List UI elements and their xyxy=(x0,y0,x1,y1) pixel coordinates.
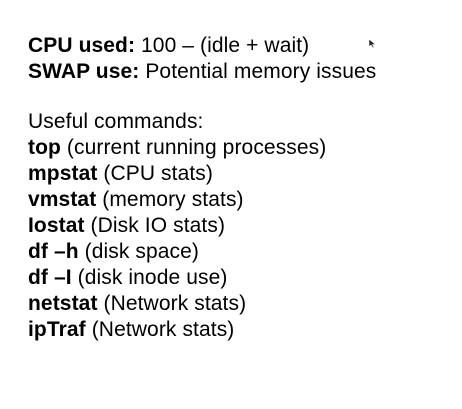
command-line-mpstat: mpstat (CPU stats) xyxy=(28,161,456,187)
command-name: ipTraf xyxy=(28,318,86,341)
command-line-vmstat: vmstat (memory stats) xyxy=(28,187,456,213)
command-description: (disk inode use) xyxy=(71,266,228,289)
metric-text: Potential memory issues xyxy=(139,60,377,83)
commands-heading: Useful commands: xyxy=(28,110,204,133)
command-description: (Network stats) xyxy=(85,318,235,341)
command-description: (memory stats) xyxy=(96,188,244,211)
command-line-netstat: netstat (Network stats) xyxy=(28,291,456,317)
command-line-iptraf: ipTraf (Network stats) xyxy=(28,317,456,343)
command-description: (current running processes) xyxy=(60,136,327,159)
metric-text: 100 – (idle + wait) xyxy=(135,34,310,57)
command-description: (disk space) xyxy=(78,240,200,263)
command-description: (CPU stats) xyxy=(97,162,213,185)
command-line-df-h: df –h (disk space) xyxy=(28,239,456,265)
command-description: (Disk IO stats) xyxy=(84,214,226,237)
command-name: Iostat xyxy=(28,214,85,237)
metric-line-cpu: CPU used: 100 – (idle + wait) xyxy=(28,33,456,59)
slide-content: CPU used: 100 – (idle + wait) SWAP use: … xyxy=(28,33,456,343)
command-line-df-i: df –I (disk inode use) xyxy=(28,265,456,291)
command-name: top xyxy=(28,136,61,159)
command-name: vmstat xyxy=(28,188,97,211)
command-name: df –h xyxy=(28,240,79,263)
command-name: mpstat xyxy=(28,162,98,185)
command-line-iostat: Iostat (Disk IO stats) xyxy=(28,213,456,239)
metric-line-swap: SWAP use: Potential memory issues xyxy=(28,59,456,85)
metric-label: SWAP use: xyxy=(28,60,140,83)
command-name: df –I xyxy=(28,266,72,289)
spacer xyxy=(28,85,456,109)
mouse-pointer-icon xyxy=(368,38,377,49)
metric-label: CPU used: xyxy=(28,34,136,57)
command-line-top: top (current running processes) xyxy=(28,135,456,161)
command-description: (Network stats) xyxy=(97,292,247,315)
command-name: netstat xyxy=(28,292,98,315)
